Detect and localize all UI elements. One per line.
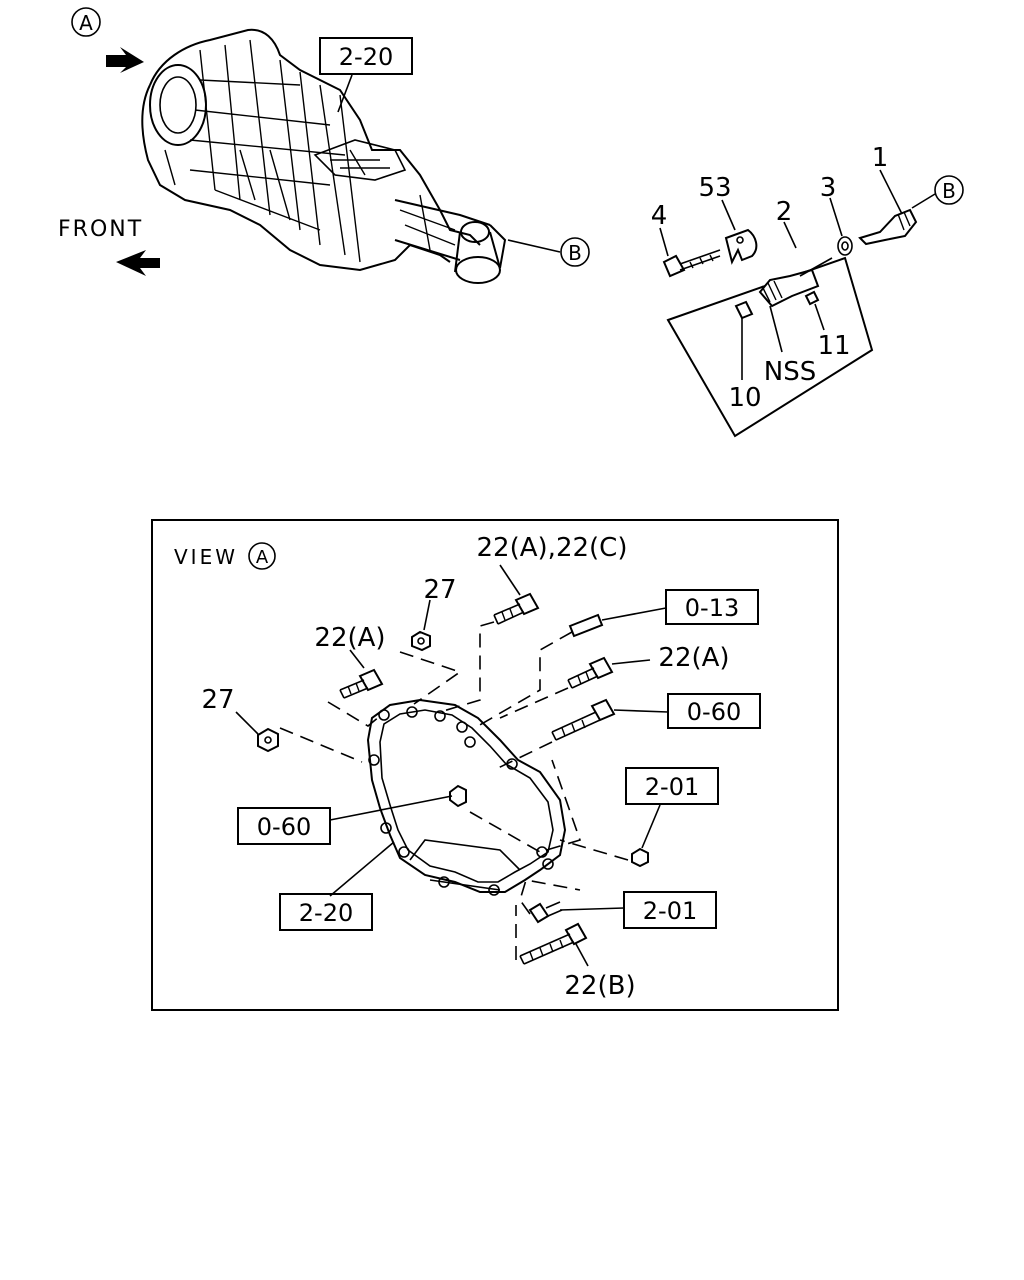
label-22b: 22(B): [564, 971, 635, 1001]
ref-box-2-01-lower[interactable]: 2-01: [623, 891, 717, 929]
leader-22ac: [499, 564, 521, 596]
label-22a-right: 22(A): [658, 643, 729, 673]
callout-53: 53: [698, 173, 731, 203]
view-a-title: VIEW A: [174, 542, 276, 570]
svg-text:2-01: 2-01: [643, 897, 697, 925]
b-marker-right[interactable]: B: [934, 175, 964, 205]
ref-box-0-60-right[interactable]: 0-60: [667, 693, 761, 729]
leader-2-20-top: [337, 74, 353, 113]
ref-box-0-13[interactable]: 0-13: [665, 589, 759, 625]
part-3-washer[interactable]: [837, 236, 853, 256]
bolt-22a-left[interactable]: [339, 668, 384, 699]
bolt-0-60-right[interactable]: [551, 698, 616, 741]
leader-part-53: [721, 199, 736, 231]
svg-text:B: B: [942, 179, 956, 203]
b-marker-left[interactable]: B: [560, 237, 590, 267]
bolt-22ac[interactable]: [493, 592, 540, 625]
callout-3: 3: [820, 173, 837, 203]
nss-gear[interactable]: [758, 268, 820, 308]
svg-text:0-60: 0-60: [687, 698, 741, 726]
leader-27-left: [235, 711, 259, 735]
svg-text:A: A: [79, 11, 93, 35]
part-1-sensor[interactable]: [858, 208, 918, 246]
callout-11: 11: [817, 331, 850, 361]
leader-22a-right: [611, 659, 651, 665]
bolt-22a-right[interactable]: [567, 656, 614, 689]
leader-22a-left: [349, 649, 365, 669]
nut-2-01[interactable]: [631, 847, 649, 868]
front-label: FRONT: [58, 217, 143, 242]
leader-part-4: [659, 227, 669, 257]
leader-27-top: [423, 599, 431, 631]
part-4-bolt[interactable]: [662, 249, 721, 278]
sensor-group: B: [651, 143, 964, 438]
label-22ac: 22(A),22(C): [477, 533, 628, 563]
leader-22b: [575, 943, 589, 967]
leader-2-01-lower: [559, 907, 625, 911]
leader-b-right: [911, 193, 936, 209]
bolt-2-01[interactable]: [528, 901, 563, 924]
label-27-left: 27: [201, 685, 234, 715]
leader-part-3: [829, 197, 843, 237]
leader-0-13: [601, 607, 667, 621]
leader-part-2: [783, 221, 797, 249]
cover-plate[interactable]: [366, 698, 567, 896]
dowel-0-13[interactable]: [568, 613, 604, 638]
view-a-title-text: VIEW: [174, 545, 238, 569]
ref-box-2-20-top[interactable]: 2-20: [319, 37, 413, 75]
view-a-title-marker: A: [256, 547, 269, 568]
svg-text:2-20: 2-20: [299, 899, 353, 927]
leader-0-60-left: [329, 795, 453, 821]
front-label-group: FRONT: [58, 217, 160, 276]
svg-text:2-01: 2-01: [645, 773, 699, 801]
part-11-pin[interactable]: [804, 290, 820, 306]
part-10-plug[interactable]: [734, 300, 754, 320]
view-a-marker[interactable]: A: [71, 7, 101, 37]
callout-10: 10: [728, 383, 761, 413]
view-a-panel: [151, 519, 839, 1011]
leader-b-left: [507, 239, 561, 253]
callout-4: 4: [651, 201, 668, 231]
assembly-dashed-lines: [279, 621, 629, 960]
callout-2: 2: [776, 197, 793, 227]
nut-27-left[interactable]: [257, 727, 279, 753]
leader-2-20-lower: [329, 841, 395, 897]
label-27-top: 27: [423, 575, 456, 605]
leader-part-11: [814, 303, 825, 331]
leader-0-60-right: [613, 709, 669, 713]
svg-text:0-60: 0-60: [257, 813, 311, 841]
view-direction-arrow: [106, 47, 144, 73]
label-22a-left: 22(A): [314, 623, 385, 653]
bolt-22b[interactable]: [519, 922, 588, 965]
nut-27-top[interactable]: [411, 630, 431, 652]
leader-nss: [769, 305, 783, 353]
callout-1: 1: [872, 143, 889, 173]
callout-nss: NSS: [764, 357, 816, 387]
svg-text:B: B: [568, 241, 582, 265]
leader-nss-to-sensor: [799, 257, 833, 277]
leader-part-1: [879, 169, 903, 215]
transmission-housing: [141, 28, 507, 284]
svg-text:0-13: 0-13: [685, 594, 739, 622]
ref-box-2-20-lower[interactable]: 2-20: [279, 893, 373, 931]
ref-box-2-01-upper[interactable]: 2-01: [625, 767, 719, 805]
front-arrow: [116, 250, 160, 276]
svg-text:2-20: 2-20: [339, 43, 393, 71]
part-53-plate[interactable]: [724, 228, 758, 265]
leader-2-01-upper: [641, 804, 661, 849]
ref-box-0-60-left[interactable]: 0-60: [237, 807, 331, 845]
